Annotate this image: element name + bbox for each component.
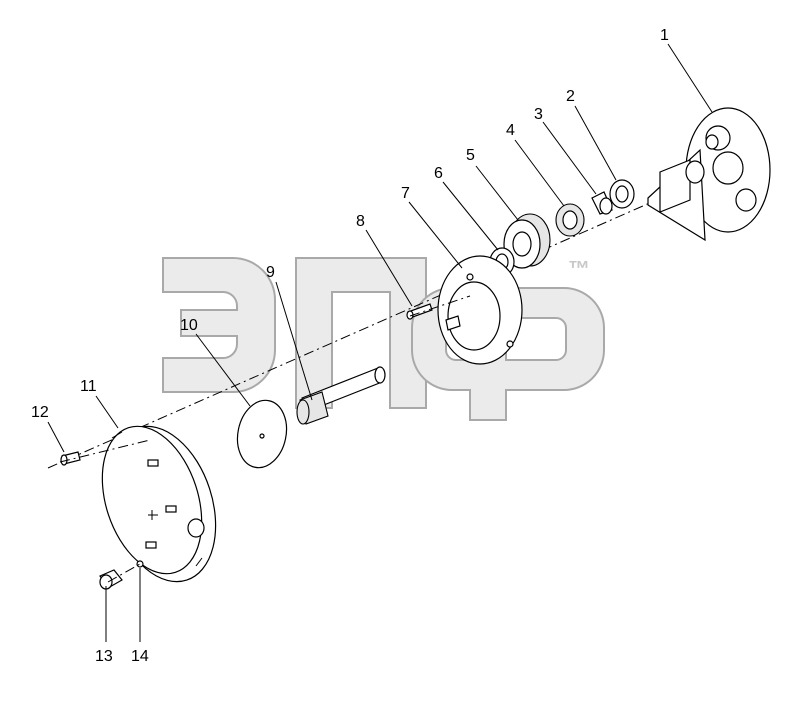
part-4-bearing [555, 203, 585, 237]
callout-9: 9 [266, 264, 275, 281]
callout-12: 12 [31, 404, 49, 421]
part-10-disc [236, 399, 288, 469]
part-3-bushing [591, 191, 613, 215]
axis-plug [107, 563, 141, 583]
callout-7: 7 [401, 185, 410, 202]
callout-4: 4 [506, 122, 515, 139]
part-2-washer [609, 179, 635, 209]
part-9-shaft [296, 366, 386, 425]
callout-labels: 1 2 3 4 5 6 7 8 9 10 11 12 13 14 [31, 27, 669, 665]
part-12-screw [60, 451, 81, 466]
part-13-plug [99, 569, 123, 590]
leader-lines [47, 43, 713, 642]
callout-13: 13 [95, 648, 113, 665]
watermark-logo: ™ [162, 256, 605, 421]
part-1-housing [647, 107, 771, 242]
callout-10: 10 [180, 317, 198, 334]
callout-11: 11 [80, 378, 97, 395]
part-14-ring [136, 560, 144, 568]
callout-8: 8 [356, 213, 365, 230]
callout-3: 3 [534, 106, 543, 123]
callout-14: 14 [131, 648, 149, 665]
part-11-cover [101, 425, 217, 583]
callout-2: 2 [566, 88, 575, 105]
callout-1: 1 [660, 27, 669, 44]
part-7-plate [437, 255, 523, 365]
callout-6: 6 [434, 165, 443, 182]
axis-screw [59, 439, 151, 463]
watermark-trademark: ™ [568, 256, 590, 281]
assembly-axis [47, 171, 721, 469]
watermark-letter-e [162, 257, 276, 393]
callout-5: 5 [466, 147, 475, 164]
